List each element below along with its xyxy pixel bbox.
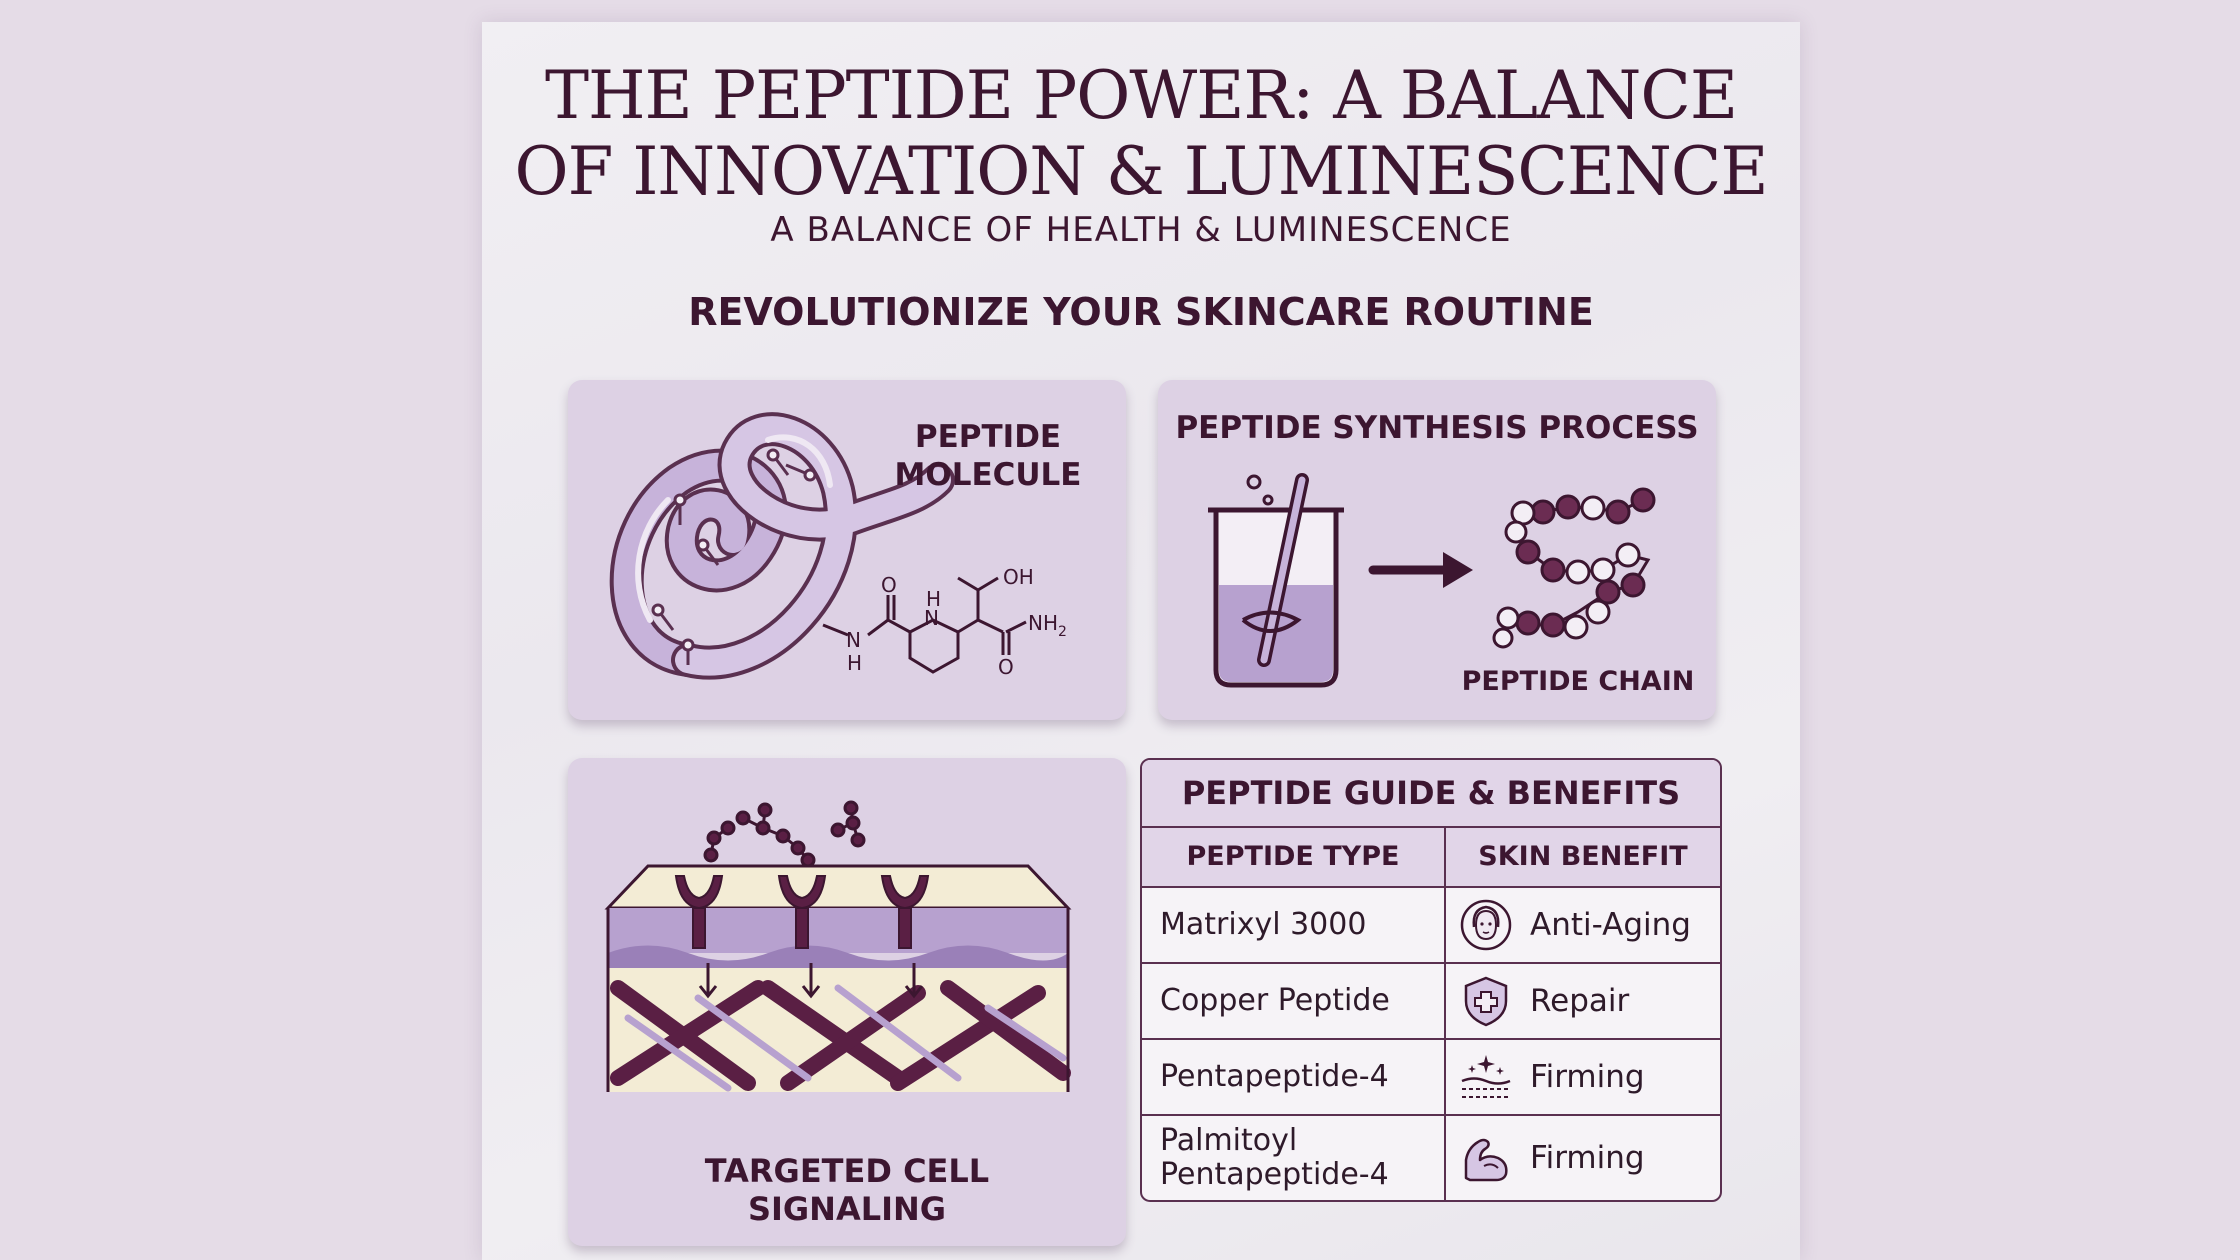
cell-signaling-label-line-1: TARGETED CELL	[704, 1152, 990, 1190]
peptide-molecule-card: OH O N H H N NH2 O PEPTIDE MOLECULE	[568, 380, 1126, 720]
peptide-type-cell: Palmitoyl Pentapeptide-4	[1160, 1124, 1430, 1192]
peptide-type-cell: Pentapeptide-4	[1160, 1059, 1389, 1094]
chem-o-top: O	[881, 573, 897, 597]
main-title-line-2: OF INNOVATION & LUMINESCENCE	[514, 133, 1768, 210]
chem-n-left: N	[846, 628, 861, 652]
synthesis-title: PEPTIDE SYNTHESIS PROCESS	[1175, 410, 1699, 446]
column-header-peptide-type: PEPTIDE TYPE	[1142, 828, 1444, 888]
chem-n-ring: N	[924, 606, 939, 630]
tagline: REVOLUTIONIZE YOUR SKINCARE ROUTINE	[688, 290, 1594, 334]
peptide-guide-table: PEPTIDE GUIDE & BENEFITS PEPTIDE TYPE SK…	[1140, 758, 1722, 1202]
skin-benefit-cell: Firming	[1530, 1059, 1645, 1095]
table-row: Pentapeptide-4 Firming	[1142, 1040, 1720, 1116]
chem-h-ring: H	[926, 587, 941, 611]
peptide-synthesis-card: PEPTIDE SYNTHESIS PROCESS	[1158, 380, 1716, 720]
peptide-type-cell: Matrixyl 3000	[1160, 907, 1367, 942]
face-icon	[1460, 899, 1512, 951]
cell-signaling-illustration	[604, 800, 1072, 1092]
skin-benefit-cell: Firming	[1530, 1140, 1645, 1176]
sparkle-skin-icon	[1461, 1055, 1511, 1098]
chem-h-left: H	[847, 651, 862, 675]
infographic-poster: THE PEPTIDE POWER: A BALANCE OF INNOVATI…	[482, 22, 1800, 1260]
peptide-chain-label: PEPTIDE CHAIN	[1461, 666, 1695, 697]
cell-signaling-card: TARGETED CELL SIGNALING	[568, 758, 1126, 1246]
peptide-molecule-label-line-1: PEPTIDE	[914, 419, 1062, 455]
table-row: Palmitoyl Pentapeptide-4 Firming	[1142, 1116, 1720, 1200]
subtitle: A BALANCE OF HEALTH & LUMINESCENCE	[770, 210, 1512, 250]
table-row: Copper Peptide Repair	[1142, 964, 1720, 1040]
column-header-skin-benefit: SKIN BENEFIT	[1446, 828, 1720, 888]
shield-cross-icon	[1464, 976, 1508, 1027]
skin-benefit-cell: Anti-Aging	[1530, 907, 1691, 943]
cell-signaling-label: TARGETED CELL SIGNALING	[568, 1152, 1126, 1228]
table-row: Matrixyl 3000 Anti-Aging	[1142, 888, 1720, 964]
synthesis-illustration	[1208, 473, 1656, 688]
peptide-molecule-label: PEPTIDE MOLECULE	[868, 418, 1108, 494]
peptide-type-cell: Copper Peptide	[1160, 983, 1390, 1018]
cell-signaling-label-line-2: SIGNALING	[747, 1190, 947, 1228]
skin-benefit-cell: Repair	[1530, 983, 1630, 1019]
chem-o-bottom: O	[998, 655, 1014, 679]
peptide-molecule-label-line-2: MOLECULE	[894, 457, 1082, 493]
peptide-molecule-illustration: OH O N H H N NH2 O	[609, 412, 1067, 680]
peptide-type-line-1: Palmitoyl	[1160, 1123, 1298, 1158]
beaker-icon	[1208, 473, 1344, 688]
peptide-type-line-2: Pentapeptide-4	[1160, 1157, 1389, 1192]
table-title: PEPTIDE GUIDE & BENEFITS	[1142, 760, 1720, 828]
main-title-line-1: THE PEPTIDE POWER: A BALANCE	[544, 57, 1738, 134]
table-divider	[1444, 828, 1446, 1200]
flexed-arm-icon	[1464, 1138, 1508, 1182]
chem-oh: OH	[1003, 565, 1034, 589]
arrow-right-icon	[1368, 552, 1473, 588]
peptide-chain-icon	[1492, 487, 1656, 649]
chem-nh2: NH2	[1028, 611, 1067, 640]
